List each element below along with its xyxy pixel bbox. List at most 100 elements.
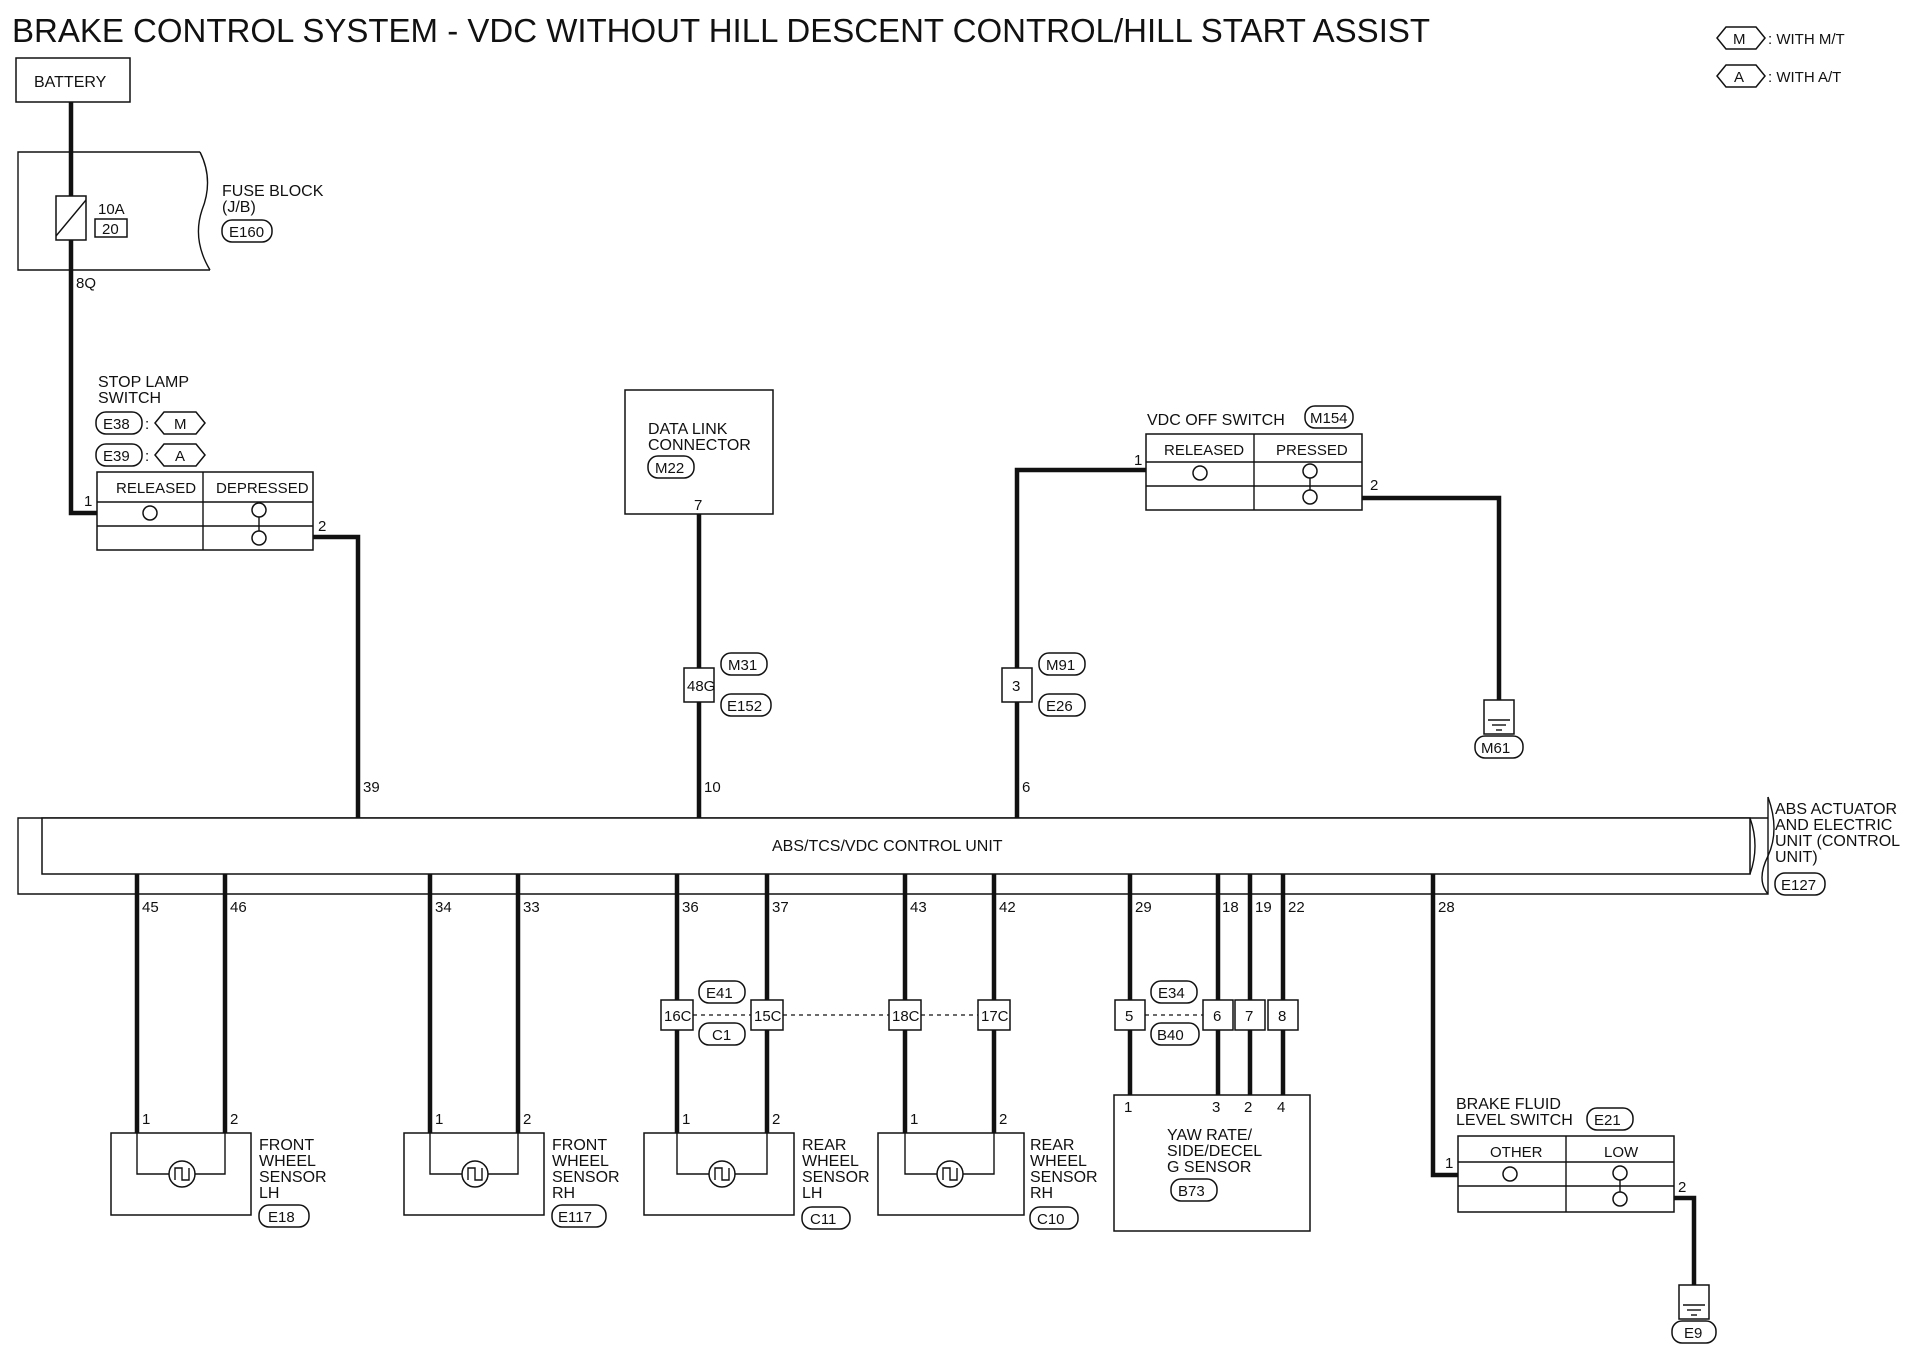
- cu-pin-22: 22: [1288, 899, 1305, 916]
- brake-fluid-level-switch: BRAKE FLUID LEVEL SWITCH E21 OTHER LOW 1…: [1445, 1096, 1686, 1213]
- stop-lamp-conn-m: E38: [103, 416, 130, 433]
- joint-m31-bottom: E152: [727, 698, 762, 715]
- joint-e41-pin-18c: 18C: [892, 1008, 920, 1025]
- yaw-pin-1: 1: [1124, 1099, 1132, 1116]
- cu-pin-28: 28: [1438, 899, 1455, 916]
- yaw-rate-sensor: 1 3 2 4 YAW RATE/ SIDE/DECEL G SENSOR B7…: [1113, 1094, 1311, 1232]
- fuse-block: 10A 20 FUSE BLOCK (J/B) E160 8Q: [17, 151, 324, 292]
- front-lh-pin-2: 2: [230, 1111, 238, 1128]
- stop-lamp-label-1: STOP LAMP: [98, 374, 189, 391]
- front-rh-label-1: FRONT: [552, 1137, 607, 1154]
- brake-fluid-label-1: BRAKE FLUID: [1456, 1096, 1561, 1113]
- stop-lamp-tag-a: A: [175, 448, 185, 465]
- data-link-connector: DATA LINK CONNECTOR M22 7: [624, 389, 774, 515]
- legend-m-text: : WITH M/T: [1768, 31, 1845, 48]
- rear-lh-label-4: LH: [802, 1185, 822, 1202]
- cu-pin-10: 10: [704, 779, 721, 796]
- control-unit: ABS/TCS/VDC CONTROL UNIT ABS ACTUATOR AN…: [17, 779, 1900, 896]
- control-unit-connector: E127: [1781, 877, 1816, 894]
- ground-m61-label: M61: [1481, 740, 1510, 757]
- brake-fluid-state-other: OTHER: [1490, 1144, 1543, 1161]
- front-lh-label-4: LH: [259, 1185, 279, 1202]
- cu-bottom-pins: 45 46 34 33 36 37 43 42 29 18 19 22 28: [142, 899, 1455, 916]
- front-wheel-sensor-lh: 1 2 FRONT WHEEL SENSOR LH E18: [110, 1111, 327, 1228]
- joint-e34-top: E34: [1158, 985, 1185, 1002]
- joint-m31: 48G M31 E152: [683, 652, 772, 717]
- joint-m31-pin: 48G: [687, 678, 715, 695]
- rear-rh-label-1: REAR: [1030, 1137, 1074, 1154]
- stop-lamp-pin-2: 2: [318, 518, 326, 535]
- joint-e34-pin-6: 6: [1213, 1008, 1221, 1025]
- cu-pin-33: 33: [523, 899, 540, 916]
- cu-pin-43: 43: [910, 899, 927, 916]
- joint-e34-bottom: B40: [1157, 1027, 1184, 1044]
- vdc-off-state-released: RELEASED: [1164, 442, 1244, 459]
- data-link-label-1: DATA LINK: [648, 421, 728, 438]
- ground-e9: E9: [1671, 1284, 1717, 1344]
- data-link-connector-id: M22: [655, 460, 684, 477]
- fuse-block-connector: E160: [229, 224, 264, 241]
- cu-pin-6: 6: [1022, 779, 1030, 796]
- joint-e41-pin-17c: 17C: [981, 1008, 1009, 1025]
- yaw-pin-4: 4: [1277, 1099, 1285, 1116]
- cu-pin-46: 46: [230, 899, 247, 916]
- control-unit-side-1: ABS ACTUATOR: [1775, 801, 1897, 818]
- cu-pin-18: 18: [1222, 899, 1239, 916]
- joint-m91-pin: 3: [1012, 678, 1020, 695]
- joint-e41-top: E41: [706, 985, 733, 1002]
- rear-lh-pin-1: 1: [682, 1111, 690, 1128]
- legend: M : WITH M/T A : WITH A/T: [1716, 26, 1845, 88]
- data-link-pin: 7: [694, 497, 702, 514]
- fuse-block-jb: (J/B): [222, 199, 256, 216]
- front-lh-label-1: FRONT: [259, 1137, 314, 1154]
- vdc-off-label: VDC OFF SWITCH: [1147, 412, 1285, 429]
- diagram-title: BRAKE CONTROL SYSTEM - VDC WITHOUT HILL …: [12, 12, 1430, 49]
- joint-e34-pin-5: 5: [1125, 1008, 1133, 1025]
- rear-wheel-sensor-lh: 1 2 REAR WHEEL SENSOR LH C11: [643, 1111, 870, 1230]
- yaw-pin-3: 3: [1212, 1099, 1220, 1116]
- rear-lh-label-1: REAR: [802, 1137, 846, 1154]
- stop-lamp-state-released: RELEASED: [116, 480, 196, 497]
- brake-fluid-pin-2: 2: [1678, 1179, 1686, 1196]
- legend-a-code: A: [1734, 69, 1744, 86]
- battery-box: BATTERY: [15, 57, 131, 103]
- control-unit-name: ABS/TCS/VDC CONTROL UNIT: [772, 838, 1003, 855]
- joint-e41-pin-15c: 15C: [754, 1008, 782, 1025]
- front-rh-pin-1: 1: [435, 1111, 443, 1128]
- legend-m-code: M: [1733, 31, 1746, 48]
- svg-text::: :: [145, 416, 149, 433]
- yaw-label-2: SIDE/DECEL: [1167, 1143, 1262, 1160]
- joint-e41-bottom: C1: [712, 1027, 731, 1044]
- front-lh-label-3: SENSOR: [259, 1169, 327, 1186]
- rear-lh-pin-2: 2: [772, 1111, 780, 1128]
- cu-pin-42: 42: [999, 899, 1016, 916]
- joint-e41-pin-16c: 16C: [664, 1008, 692, 1025]
- rear-rh-pin-2: 2: [999, 1111, 1007, 1128]
- joint-m91-bottom: E26: [1046, 698, 1073, 715]
- yaw-connector: B73: [1178, 1183, 1205, 1200]
- joint-m91: 3 M91 E26: [1001, 652, 1086, 717]
- control-unit-side-3: UNIT (CONTROL: [1775, 833, 1900, 850]
- stop-lamp-conn-a: E39: [103, 448, 130, 465]
- svg-text::: :: [145, 448, 149, 465]
- rear-rh-label-4: RH: [1030, 1185, 1053, 1202]
- joint-m31-top: M31: [728, 657, 757, 674]
- stop-lamp-state-depressed: DEPRESSED: [216, 480, 309, 497]
- joint-e34-pin-8: 8: [1278, 1008, 1286, 1025]
- cu-pin-19: 19: [1255, 899, 1272, 916]
- joint-e34-pin-7: 7: [1245, 1008, 1253, 1025]
- vdc-off-pin-1: 1: [1134, 452, 1142, 469]
- rear-rh-label-2: WHEEL: [1030, 1153, 1087, 1170]
- ground-e9-label: E9: [1684, 1325, 1702, 1342]
- fuse-block-label: FUSE BLOCK: [222, 183, 324, 200]
- yaw-label-3: G SENSOR: [1167, 1159, 1251, 1176]
- rear-rh-label-3: SENSOR: [1030, 1169, 1098, 1186]
- rear-rh-pin-1: 1: [910, 1111, 918, 1128]
- data-link-label-2: CONNECTOR: [648, 437, 751, 454]
- front-rh-pin-2: 2: [523, 1111, 531, 1128]
- vdc-off-connector: M154: [1310, 410, 1348, 427]
- front-rh-label-4: RH: [552, 1185, 575, 1202]
- battery-label: BATTERY: [34, 74, 107, 91]
- stop-lamp-tag-m: M: [174, 416, 187, 433]
